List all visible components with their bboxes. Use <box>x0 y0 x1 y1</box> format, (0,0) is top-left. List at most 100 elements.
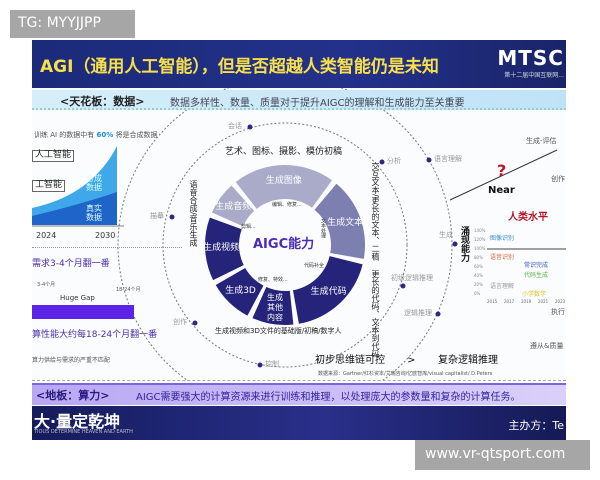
real-label: 真实数据 <box>86 204 102 222</box>
segment-label: 生成图像 <box>265 176 302 186</box>
orbit-node <box>169 214 175 220</box>
segment-label: 生成文本 <box>327 218 364 229</box>
tick-3-4: 3-4个月 <box>37 282 56 288</box>
orbit-node-label: 逻辑推理 <box>404 309 432 317</box>
floor-key: <地板：算力> <box>36 389 110 402</box>
inner-label-video: 修复、特效... <box>258 277 288 283</box>
footer-bar <box>32 406 566 440</box>
outer-label-video-3d: 生成视频和3D文件的基础版/初稿/数字人 <box>215 327 342 335</box>
series-label: 小学数学 <box>522 290 546 298</box>
inner-label-code: 代码补全 <box>304 263 325 269</box>
orbit-node-label: 生成 <box>439 231 453 239</box>
outer-label-image: 艺术、图标、摄影、模仿初稿 <box>225 147 343 157</box>
label-box-2: 工智能 <box>32 180 66 192</box>
orbit-node <box>426 157 432 163</box>
header-bar <box>32 40 566 88</box>
orbit-node-label: 初级逻辑推理 <box>391 274 433 282</box>
tick-18-24: 18-24个月 <box>116 287 141 293</box>
create-label: 创作 <box>551 175 565 183</box>
orbit-node-label: 分析 <box>387 157 401 165</box>
question-mark: ? <box>497 161 507 180</box>
orbit-node <box>192 320 198 326</box>
segment-label: 生成3D <box>225 286 256 297</box>
outer-label-code: 更长的代码、文本到代码 <box>371 270 380 358</box>
y-tick-label: 100% <box>474 246 486 251</box>
follow-label: 遵从&质量 <box>530 342 564 350</box>
floor-bar <box>32 383 566 405</box>
watermark-top-left: TG: MYYJJPP <box>10 10 135 38</box>
subheader-key: <天花板：数据> <box>60 95 145 108</box>
emergent-ability-label: 涌现能力 <box>459 226 469 262</box>
footer-organizer: 主办方：Te <box>508 419 564 432</box>
orbit-node-label: 语言理解 <box>434 155 462 163</box>
series-label: 图像识别 <box>490 234 514 242</box>
footer-title: 大·量定乾坤 <box>34 412 121 431</box>
orbit-node-label: 创作 <box>173 318 187 326</box>
inner-label-image: 编辑、修复... <box>272 202 302 208</box>
ring-segment <box>314 183 365 259</box>
ring-center-label: AIGC能力 <box>253 237 315 252</box>
synthetic-data-area-chart <box>32 146 124 227</box>
segment-label: 生成代码 <box>310 286 347 297</box>
series-label: 语音识别 <box>490 253 514 261</box>
inner-label-text: 文本处理 <box>320 218 326 238</box>
near-arrow <box>449 149 558 201</box>
chain-separator: > <box>407 355 416 366</box>
exec-label: 执行 <box>551 308 565 316</box>
outer-label-text: 交互文本/更长的文本、二稿 <box>371 162 380 261</box>
y-tick-label: 140% <box>474 228 486 233</box>
segment-label: 生成其他内容 <box>266 293 283 323</box>
floor-text: AIGC需要强大的计算资源来进行训练和推理，以处理庞大的参数量和复杂的计算任务。 <box>136 392 521 403</box>
logo-subtitle: 第十二届中国互联网... <box>504 72 564 79</box>
chain-left: 初步思维链可控 <box>315 355 385 366</box>
subheader-bar <box>32 90 566 110</box>
ring-segment <box>215 268 264 316</box>
aigc-ring-diagram <box>117 77 558 380</box>
outer-label-audio: 语音合成/音乐生成 <box>189 180 198 247</box>
y-tick-label: 40% <box>474 273 483 278</box>
orbit-node <box>400 283 406 289</box>
huge-gap-label: Huge Gap <box>60 294 95 302</box>
data-source: 数据来源：Gartner/红杉资本/艾瑞咨询/亿欧智库/visual capit… <box>318 371 493 377</box>
y-tick-label: 120% <box>474 237 486 242</box>
y-tick-label: 0% <box>474 291 481 296</box>
synthetic-label: 合成数据 <box>86 174 102 192</box>
orbit-node <box>257 362 263 368</box>
year-2030: 2030 <box>95 231 116 240</box>
segment-label: 生成音频 <box>215 202 252 213</box>
real-area <box>32 192 117 225</box>
near-label: Near <box>488 185 515 196</box>
segment-label: 生成视频 <box>203 243 240 254</box>
ring-segment <box>252 287 294 325</box>
series-label: 语言理解 <box>490 282 514 290</box>
orbit-node <box>452 241 458 247</box>
inner-label-audio: 剪辑... <box>241 224 256 230</box>
ring-segment <box>235 165 333 209</box>
footer-subtitle: TIOUS DETERMINE HEAVEN AND EARTH <box>34 429 133 435</box>
slide: AGI（通用人工智能），但是否超越人类智能仍是未知 MTSC 第十二届中国互联网… <box>32 40 566 440</box>
x-tick-label: 2021 <box>538 299 549 304</box>
ring-segment <box>205 217 244 281</box>
year-2024: 2024 <box>36 231 57 240</box>
ring-segment <box>292 256 363 324</box>
x-tick-label: 2017 <box>504 299 515 304</box>
y-tick-label: 80% <box>474 255 483 260</box>
target-label: 生成-评估 <box>526 137 557 145</box>
compute-text: 算性能大约每18-24个月翻一番 <box>32 330 158 340</box>
subheader-text: 数据多样性、数量、质量对于提升AIGC的理解和生成能力至关重要 <box>170 98 465 109</box>
chain-right: 复杂逻辑推理 <box>438 355 498 366</box>
series-label: 常识完成 <box>524 261 548 269</box>
human-level-label: 人类水平 <box>508 212 548 223</box>
synthetic-caption: 训练 AI 的数据中有 60% 将是合成数据 <box>34 131 158 139</box>
orbit-circle <box>162 122 408 368</box>
orbit-node-label: 会话 <box>228 122 242 130</box>
label-box-1: 人工智能 <box>32 150 75 162</box>
slide-title: AGI（通用人工智能），但是否超越人类智能仍是未知 <box>40 57 439 77</box>
x-tick-label: 2023 <box>555 299 566 304</box>
orbit-node-label: 描摹 <box>150 212 164 220</box>
divider <box>32 380 566 381</box>
orbit-node-label: 控制 <box>265 360 279 368</box>
divider <box>32 247 182 248</box>
y-tick-label: 20% <box>474 282 483 287</box>
